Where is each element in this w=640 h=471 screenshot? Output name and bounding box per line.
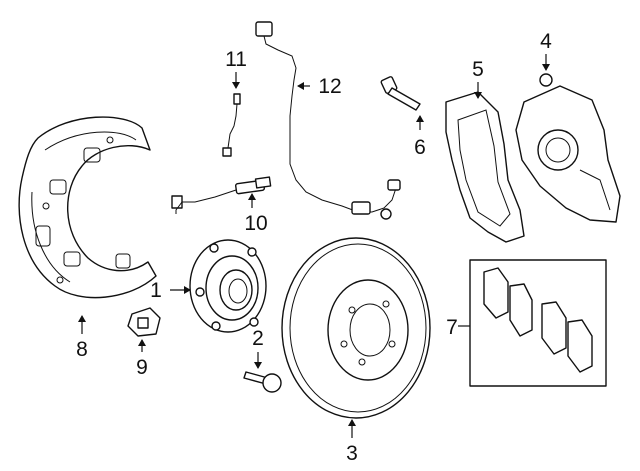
- callout-10: 10: [244, 212, 267, 235]
- callout-11: 11: [225, 48, 247, 71]
- callout-1: 1: [150, 279, 162, 302]
- wheel-hub-bearing: [189, 239, 267, 333]
- brake-rotor: [281, 237, 431, 419]
- caliper-bolt: [243, 371, 282, 393]
- brake-caliper: [515, 73, 621, 223]
- abs-speed-sensor: [255, 21, 401, 220]
- caliper-bracket: [445, 91, 525, 243]
- brake-wear-sensor: [171, 176, 272, 214]
- brake-pad-set-box: [469, 259, 607, 387]
- guide-pin-bolt: [380, 76, 421, 111]
- callout-7: 7: [446, 316, 458, 339]
- callout-12: 12: [318, 75, 341, 98]
- callout-4: 4: [540, 30, 552, 53]
- wear-sensor-small: [222, 93, 241, 157]
- callout-6: 6: [414, 136, 426, 159]
- callout-2: 2: [252, 327, 264, 350]
- callout-8: 8: [76, 338, 88, 361]
- callout-5: 5: [472, 58, 484, 81]
- dust-shield: [18, 116, 157, 299]
- callout-3: 3: [346, 442, 358, 465]
- hub-bolt: [127, 307, 161, 337]
- callout-9: 9: [136, 356, 148, 379]
